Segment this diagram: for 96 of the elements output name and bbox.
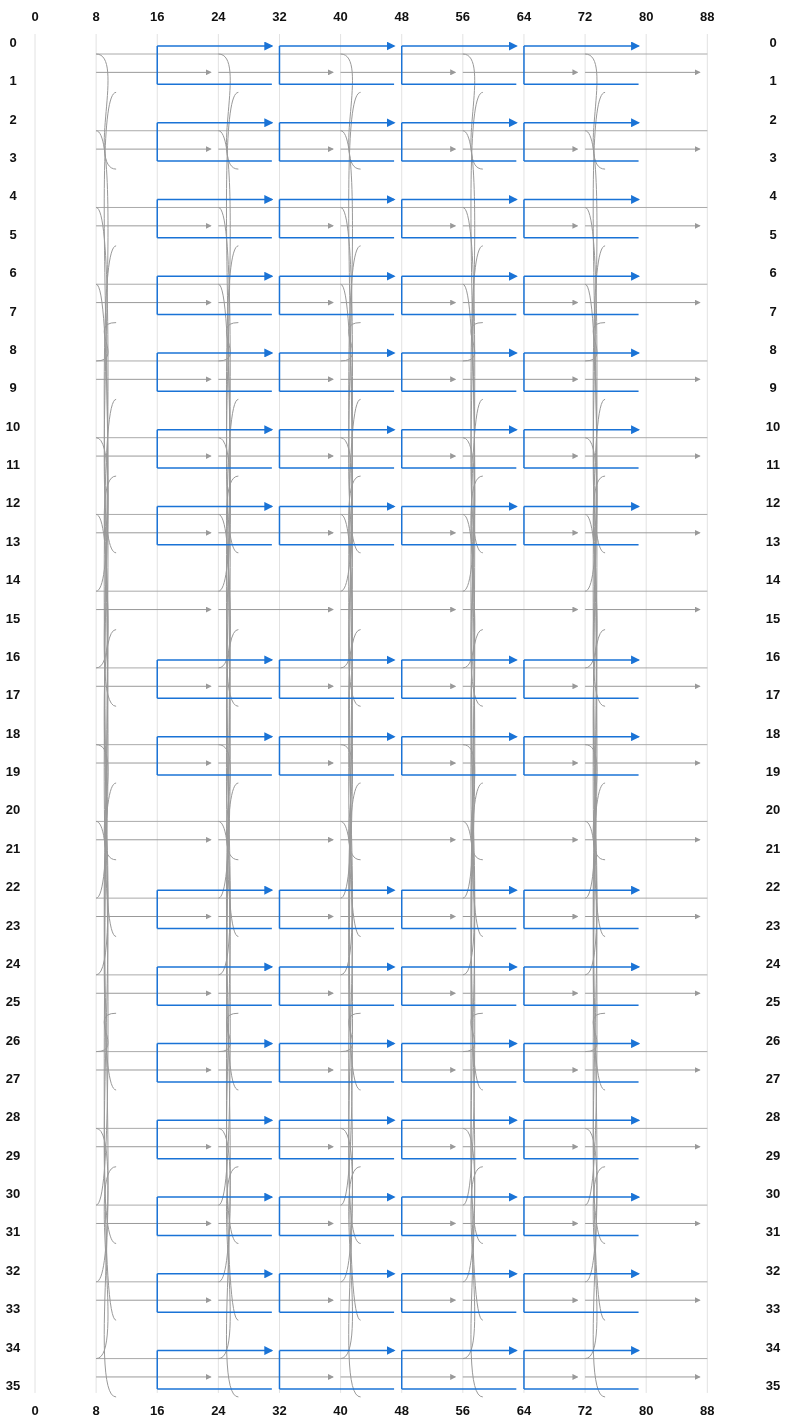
axis-tick-label: 14 — [765, 571, 781, 587]
axis-tick-label: 31 — [5, 1223, 21, 1239]
axis-tick-label: 20 — [5, 801, 21, 817]
axis-tick-label: 30 — [5, 1185, 21, 1201]
axis-tick-label: 13 — [5, 533, 21, 549]
axis-tick-label: 80 — [638, 1402, 654, 1418]
axis-tick-label: 30 — [765, 1185, 781, 1201]
axis-tick-label: 29 — [765, 1147, 781, 1163]
axis-tick-label: 2 — [769, 111, 777, 127]
axis-tick-label: 22 — [765, 878, 781, 894]
axis-tick-label: 32 — [272, 8, 287, 24]
axis-tick-label: 34 — [5, 1339, 21, 1355]
axis-tick-label: 10 — [765, 418, 781, 434]
axis-tick-label: 5 — [9, 226, 17, 242]
axis-tick-label: 24 — [5, 955, 21, 971]
axis-tick-label: 88 — [700, 1402, 715, 1418]
axis-tick-label: 24 — [211, 8, 226, 24]
axis-tick-label: 29 — [5, 1147, 21, 1163]
axis-tick-label: 88 — [700, 8, 715, 24]
axis-tick-label: 21 — [5, 840, 21, 856]
axis-tick-label: 19 — [5, 763, 21, 779]
axis-tick-label: 11 — [766, 456, 780, 472]
axis-tick-label: 13 — [765, 533, 781, 549]
axis-tick-label: 9 — [9, 379, 17, 395]
axis-tick-label: 10 — [5, 418, 21, 434]
axis-tick-label: 31 — [765, 1223, 781, 1239]
axis-tick-label: 12 — [5, 494, 21, 510]
axis-tick-label: 64 — [516, 1402, 532, 1418]
axis-tick-label: 16 — [150, 8, 165, 24]
axis-tick-label: 16 — [5, 648, 21, 664]
axis-tick-label: 32 — [765, 1262, 781, 1278]
axis-tick-label: 0 — [769, 34, 777, 50]
axis-tick-label: 40 — [333, 1402, 348, 1418]
axis-tick-label: 24 — [765, 955, 781, 971]
axis-tick-label: 32 — [5, 1262, 21, 1278]
axis-tick-label: 0 — [31, 1402, 39, 1418]
axis-tick-label: 0 — [31, 8, 39, 24]
axis-tick-label: 8 — [92, 8, 100, 24]
axis-tick-label: 27 — [765, 1070, 781, 1086]
axis-tick-label: 48 — [394, 8, 409, 24]
axis-tick-label: 8 — [769, 341, 777, 357]
axis-tick-label: 18 — [5, 725, 21, 741]
axis-tick-label: 22 — [5, 878, 21, 894]
axis-tick-label: 8 — [9, 341, 17, 357]
axis-tick-label: 9 — [769, 379, 777, 395]
axis-tick-label: 48 — [394, 1402, 409, 1418]
axis-tick-label: 16 — [150, 1402, 165, 1418]
axis-tick-label: 3 — [769, 149, 777, 165]
axis-tick-label: 56 — [455, 8, 471, 24]
axis-tick-label: 7 — [769, 303, 777, 319]
axis-tick-label: 23 — [5, 917, 21, 932]
axis-tick-label: 5 — [769, 226, 777, 242]
axis-tick-label: 4 — [9, 187, 17, 203]
axis-tick-label: 6 — [9, 264, 17, 280]
axis-tick-label: 15 — [765, 610, 781, 626]
axis-tick-label: 28 — [765, 1108, 781, 1124]
axis-tick-label: 72 — [577, 8, 593, 24]
axis-tick-label: 11 — [6, 456, 20, 472]
axis-tick-label: 25 — [765, 993, 781, 1009]
axis-tick-label: 40 — [333, 8, 348, 24]
axis-tick-label: 15 — [5, 610, 21, 626]
axis-tick-label: 1 — [9, 72, 17, 88]
axis-tick-label: 17 — [765, 686, 781, 702]
axis-tick-label: 25 — [5, 993, 21, 1009]
axis-tick-label: 35 — [765, 1377, 781, 1393]
axis-tick-label: 2 — [9, 111, 17, 127]
axis-tick-label: 8 — [92, 1402, 100, 1418]
axis-tick-label: 21 — [765, 840, 781, 856]
axis-tick-label: 19 — [765, 763, 781, 779]
axis-tick-label: 33 — [5, 1300, 21, 1316]
axis-tick-label: 18 — [765, 725, 781, 741]
axis-tick-label: 32 — [272, 1402, 287, 1418]
axis-tick-label: 26 — [5, 1032, 21, 1048]
axis-tick-label: 0 — [9, 34, 17, 50]
axis-tick-label: 28 — [5, 1108, 21, 1124]
axis-tick-label: 12 — [765, 494, 781, 510]
axis-tick-label: 80 — [638, 8, 654, 24]
axis-tick-label: 14 — [5, 571, 21, 587]
axis-tick-label: 4 — [769, 187, 777, 203]
axis-tick-label: 35 — [5, 1377, 21, 1393]
axis-tick-label: 1 — [769, 72, 777, 88]
axis-tick-label: 7 — [9, 303, 17, 319]
axis-tick-label: 23 — [765, 917, 781, 932]
axis-tick-label: 26 — [765, 1032, 781, 1048]
axis-tick-label: 56 — [455, 1402, 471, 1418]
axis-tick-label: 64 — [516, 8, 532, 24]
axis-tick-label: 27 — [5, 1070, 21, 1086]
axis-tick-label: 3 — [9, 149, 17, 165]
axis-tick-label: 33 — [765, 1300, 781, 1316]
axis-tick-label: 20 — [765, 801, 781, 817]
axis-tick-label: 72 — [577, 1402, 593, 1418]
axis-tick-label: 16 — [765, 648, 781, 664]
axis-tick-label: 34 — [765, 1339, 781, 1355]
axis-tick-label: 24 — [211, 1402, 226, 1418]
axis-tick-label: 17 — [5, 686, 21, 702]
axis-tick-label: 6 — [769, 264, 777, 280]
